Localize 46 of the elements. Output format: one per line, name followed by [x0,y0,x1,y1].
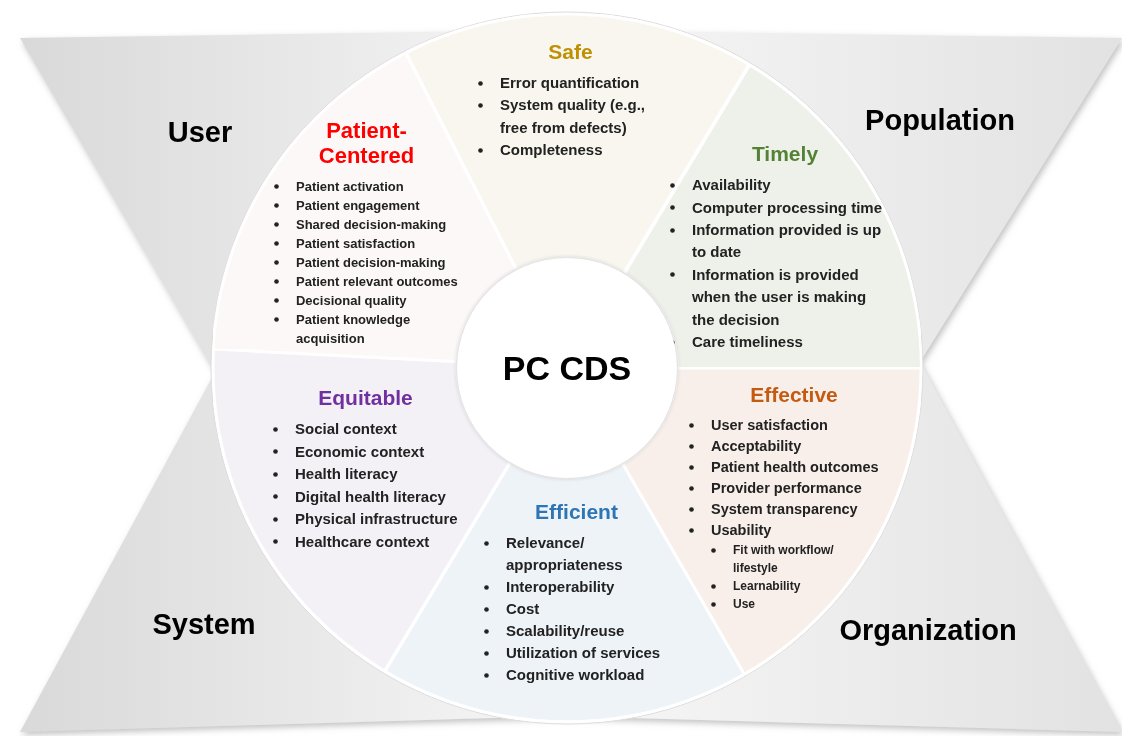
list-item: Use [711,595,853,614]
list-item: Patient activation [274,176,459,196]
segment-heading: Patient-Centered [317,118,416,169]
list-item: Availability [670,174,885,197]
corner-label: User [167,116,233,149]
segment-heading: Timely [750,142,820,167]
list-item: Scalability/reuse [484,620,669,643]
center-title: PC CDS [502,348,632,388]
corner-label: Organization [839,614,1017,647]
segment-heading: Effective [749,383,839,408]
list-item: Economic context [273,440,458,464]
list-item: Learnability [711,577,853,596]
list-item: Acceptability [689,436,889,458]
list-item: Interoperability [484,576,669,599]
list-item: Patient satisfaction [274,233,459,253]
list-item: System quality (e.g., free from defects) [478,94,663,140]
segment-heading: Efficient [534,500,619,525]
list-item: Shared decision-making [274,214,459,234]
list-item: System transparency [689,499,889,521]
list-item: Patient engagement [274,195,459,215]
list-item: Provider performance [689,478,889,500]
list-item: Healthcare context [273,530,458,554]
list-item: Utilization of services [484,642,669,665]
list-item: Computer processing time [670,196,885,219]
list-item: Patient relevant outcomes [274,271,459,291]
list-item: Physical infrastructure [273,508,458,531]
list-item: Patient decision-making [274,252,459,272]
list-item: Cost [484,598,669,621]
list-item: Relevance/ appropriateness [484,532,669,577]
list-item: Information provided is up to date [670,218,885,264]
segment-heading: Equitable [317,386,414,411]
list-item: Cognitive workload [484,664,669,687]
list-item: Error quantification [478,72,663,95]
list-item: Health literacy [273,463,458,486]
list-item: Decisional quality [274,290,459,310]
list-item: User satisfaction [689,415,889,437]
list-item: Fit with workflow/ lifestyle [711,541,853,578]
list-item: Social context [273,418,458,441]
list-item: Digital health literacy [273,485,458,509]
segment-heading: Safe [547,40,594,65]
corner-label: System [152,608,256,641]
list-item: Usability [689,520,889,542]
list-item: Patient health outcomes [689,457,889,479]
corner-label: Population [865,104,1015,137]
list-item: Patient knowledge acquisition [274,309,459,348]
list-item: Completeness [478,139,663,162]
